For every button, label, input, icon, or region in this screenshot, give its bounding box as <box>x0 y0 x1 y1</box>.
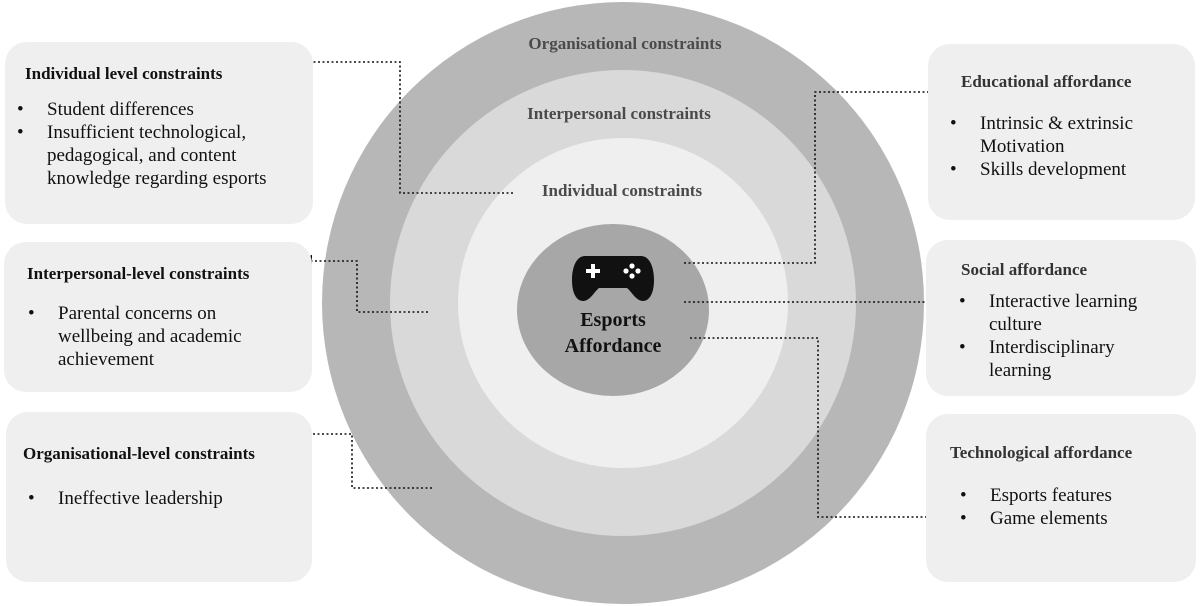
list-item: Parental concerns on <box>28 302 242 325</box>
connector-technological <box>690 337 943 524</box>
list-item: wellbeing and academic <box>58 326 242 347</box>
list-item: Motivation <box>980 136 1065 157</box>
connector-individual <box>283 55 513 194</box>
educational-affordance-list: Intrinsic & extrinsic Motivation Skills … <box>950 112 1133 181</box>
individual-ring-label: Individual constraints <box>541 181 703 200</box>
center-label-line2: Affordance <box>564 335 662 357</box>
esports-affordance-core <box>517 224 709 396</box>
list-item: Interdisciplinary <box>959 336 1137 359</box>
list-item: Game elements <box>960 507 1112 530</box>
center-label-line1: Esports <box>580 309 646 331</box>
social-affordance-title: Social affordance <box>961 260 1088 279</box>
educational-affordance-box: Educational affordance Intrinsic & extri… <box>928 44 1195 220</box>
list-item: achievement <box>58 349 155 370</box>
organisational-constraints-box: Organisational-level constraints Ineffec… <box>6 412 312 582</box>
list-item: Skills development <box>950 158 1133 181</box>
technological-affordance-title: Technological affordance <box>950 443 1133 462</box>
individual-constraints-list: Student differences Insufficient technol… <box>17 98 267 190</box>
list-item: Interactive learning <box>959 290 1137 313</box>
organisational-constraints-title: Organisational-level constraints <box>23 444 255 463</box>
organisational-ring-label: Organisational constraints <box>528 34 722 53</box>
list-item: Student differences <box>17 98 267 121</box>
interpersonal-constraints-title: Interpersonal-level constraints <box>27 264 250 283</box>
interpersonal-constraints-list: Parental concerns on wellbeing and acade… <box>28 302 242 371</box>
social-affordance-list: Interactive learning culture Interdiscip… <box>959 290 1137 382</box>
list-item: pedagogical, and content <box>47 145 237 166</box>
connector-educational <box>684 85 945 264</box>
technological-affordance-list: Esports features Game elements <box>960 484 1112 530</box>
organisational-constraints-list: Ineffective leadership <box>28 487 223 510</box>
list-item: Ineffective leadership <box>28 487 223 510</box>
list-item: Esports features <box>960 484 1112 507</box>
educational-affordance-title: Educational affordance <box>961 72 1132 91</box>
individual-constraints-box: Individual level constraints Student dif… <box>5 42 313 224</box>
list-item: learning <box>989 360 1052 381</box>
connector-interpersonal <box>299 254 428 313</box>
technological-affordance-box: Technological affordance Esports feature… <box>926 414 1196 582</box>
list-item: knowledge regarding esports <box>47 168 267 189</box>
list-item: Intrinsic & extrinsic <box>950 112 1133 135</box>
center-label: Esports Affordance <box>565 307 662 359</box>
interpersonal-constraints-box: Interpersonal-level constraints Parental… <box>4 242 312 392</box>
list-item: culture <box>989 314 1042 335</box>
individual-constraints-title: Individual level constraints <box>25 64 223 83</box>
social-affordance-box: Social affordance Interactive learning c… <box>926 240 1196 396</box>
interpersonal-ring-label: Interpersonal constraints <box>527 104 711 123</box>
list-item: Insufficient technological, <box>17 121 267 144</box>
gamepad-icon <box>572 256 654 301</box>
